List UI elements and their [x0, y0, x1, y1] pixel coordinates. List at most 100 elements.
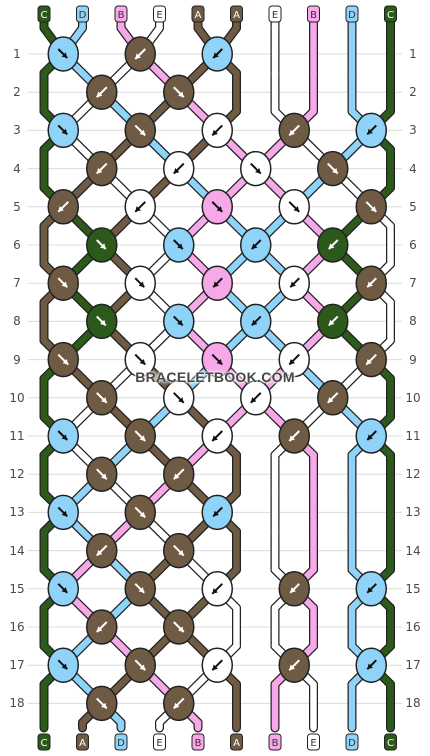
knot-arrowhead — [251, 243, 258, 249]
knot-arrowhead — [96, 549, 103, 556]
knot-arrowhead — [58, 206, 64, 212]
string-badge — [37, 5, 51, 23]
knot-arrowhead — [139, 664, 146, 671]
knot-arrowhead — [327, 397, 334, 403]
row-number-right: 5 — [409, 199, 417, 214]
string-badge — [230, 733, 243, 751]
knot-arrowhead — [96, 167, 103, 174]
string-badge — [114, 5, 128, 23]
knot-arrowhead — [61, 663, 68, 670]
knot-arrowhead — [332, 167, 338, 174]
watermark: BRACELETBOOK.COM — [135, 369, 295, 385]
knot-arrowhead — [61, 52, 68, 58]
knot-arrowhead — [100, 319, 106, 326]
row-number-left: 16 — [9, 620, 25, 634]
row-number-left: 3 — [13, 123, 21, 138]
row-number-right: 9 — [409, 352, 417, 367]
row-number-right: 7 — [409, 276, 417, 291]
row-number-left: 9 — [13, 352, 21, 367]
knot-arrowhead — [135, 206, 141, 212]
string-letter: D — [117, 738, 125, 749]
knot-arrowhead — [289, 435, 295, 441]
knot-arrowhead — [289, 129, 295, 136]
row-number-right: 16 — [405, 620, 421, 634]
knot-arrowhead — [251, 319, 258, 326]
string-badge — [307, 5, 320, 23]
knot-arrowhead — [177, 319, 183, 326]
knot-arrowhead — [289, 358, 295, 365]
knot-arrowhead — [61, 128, 68, 135]
knot-arrowhead — [138, 587, 145, 593]
knot-arrowhead — [328, 319, 335, 326]
row-number-right: 14 — [405, 543, 421, 558]
row-number-left: 4 — [13, 161, 21, 176]
string-badge — [268, 5, 282, 23]
string-badge — [230, 5, 243, 23]
knot-arrowhead — [173, 167, 180, 174]
string-letter: A — [233, 10, 240, 21]
row-number-right: 12 — [405, 467, 421, 482]
row-number-left: 8 — [13, 314, 21, 329]
knot-arrowhead — [178, 549, 184, 556]
row-number-left: 18 — [9, 696, 25, 711]
knot-arrowhead — [138, 281, 145, 288]
knot-arrowhead — [250, 397, 257, 403]
string-letter: E — [156, 10, 162, 21]
row-number-right: 4 — [409, 161, 417, 176]
row-number-right: 10 — [405, 390, 421, 405]
knot-arrowhead — [101, 702, 107, 709]
knot-arrowhead — [367, 434, 373, 440]
row-number-left: 12 — [9, 467, 25, 482]
knot-arrowhead — [366, 358, 372, 365]
string-letter: B — [195, 738, 202, 749]
string-letter: A — [195, 10, 202, 21]
knot-arrowhead — [96, 91, 103, 98]
row-number-right: 2 — [409, 85, 417, 100]
string-badge — [76, 733, 89, 751]
row-number-left: 14 — [9, 543, 25, 558]
knot-arrowhead — [213, 281, 219, 288]
string-badge — [345, 733, 359, 751]
knot-arrowhead — [96, 626, 103, 632]
row-number-right: 15 — [405, 581, 421, 596]
knot-arrowhead — [139, 129, 146, 136]
knot-arrowhead — [212, 588, 218, 594]
string-letter: C — [41, 10, 48, 21]
string-letter: B — [118, 10, 125, 21]
string-letter: C — [387, 10, 394, 21]
knot-arrowhead — [61, 434, 68, 440]
string-badge — [153, 733, 166, 751]
row-number-left: 10 — [9, 390, 25, 405]
knot-arrowhead — [216, 358, 223, 365]
string-badge — [191, 733, 205, 751]
string-badge — [76, 5, 89, 23]
knot-arrowhead — [178, 91, 184, 98]
knot-arrowhead — [177, 243, 183, 249]
knot-arrowhead — [367, 663, 373, 670]
knot-arrowhead — [290, 587, 296, 593]
string-letter: D — [348, 738, 356, 749]
knot-arrowhead — [328, 243, 335, 249]
string-badge — [345, 5, 359, 23]
knot-arrowhead — [135, 53, 141, 59]
row-number-right: 17 — [405, 658, 421, 673]
row-number-right: 11 — [405, 429, 421, 443]
knot-grid — [47, 36, 387, 722]
string-letter: B — [272, 738, 279, 749]
string-badge — [153, 5, 166, 23]
string-badge — [384, 5, 397, 23]
row-number-left: 5 — [13, 199, 21, 214]
row-number-right: 18 — [405, 696, 421, 711]
knot-arrowhead — [213, 52, 219, 58]
string-letter: E — [272, 10, 278, 21]
string-letter: C — [41, 738, 48, 749]
knot-arrowhead — [216, 206, 223, 212]
row-number-right: 13 — [405, 505, 421, 520]
row-number-left: 7 — [13, 276, 21, 291]
knot-arrowhead — [289, 664, 295, 671]
row-number-left: 13 — [9, 505, 25, 520]
knot-arrowhead — [293, 206, 300, 212]
knot-arrowhead — [61, 510, 68, 517]
